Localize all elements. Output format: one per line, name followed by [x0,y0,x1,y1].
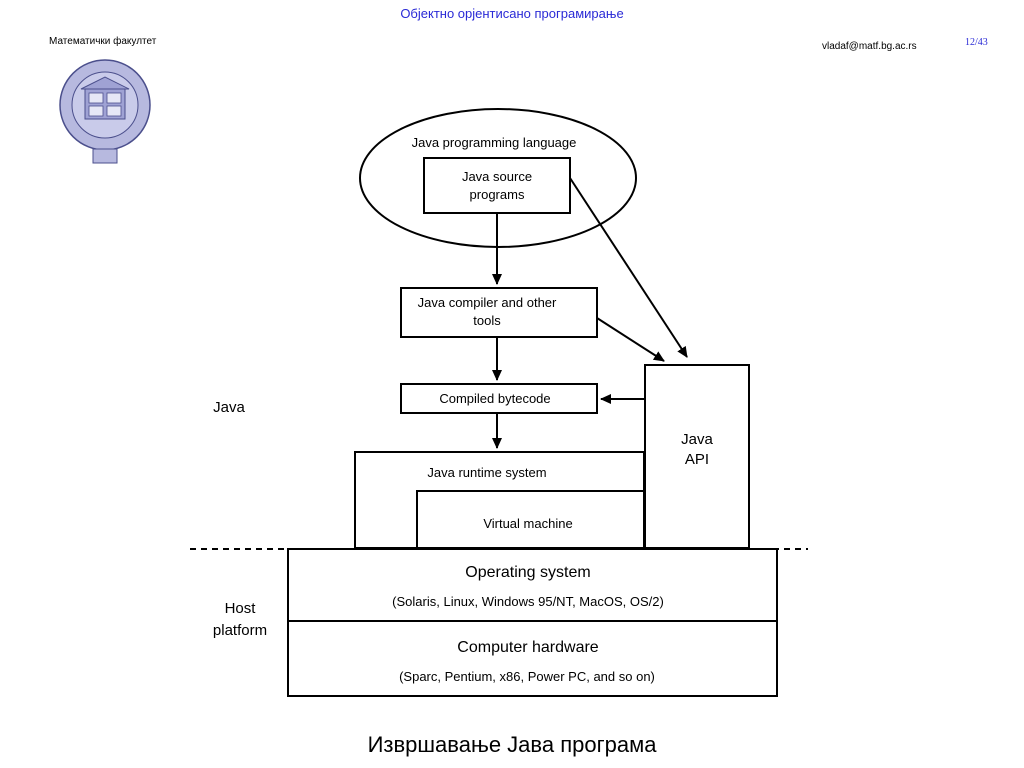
source-label-line2: programs [470,187,525,202]
hw-subtitle: (Sparc, Pentium, x86, Power PC, and so o… [399,669,655,684]
author-email: vladaf@matf.bg.ac.rs [822,41,917,52]
compiler-label-line2: tools [473,313,501,328]
vm-label: Virtual machine [483,516,572,531]
os-subtitle: (Solaris, Linux, Windows 95/NT, MacOS, O… [392,594,664,609]
bytecode-label: Compiled bytecode [439,391,550,406]
slide-caption: Извршавање Јава програма [367,732,657,757]
os-title: Operating system [465,564,590,581]
presentation-title: Објектно орјентисано програмирање [400,6,624,21]
operating-system-box [287,548,778,622]
compiler-label-line1: Java compiler and other [418,295,557,310]
source-label-line1: Java source [462,169,532,184]
side-label-host-line1: Host [225,600,257,617]
slide-page-number: 12/43 [965,37,988,48]
language-label: Java programming language [412,135,577,150]
runtime-label: Java runtime system [427,465,546,480]
bytecode-box [400,383,598,414]
runtime-system-box [354,451,645,549]
arrow-source-to-api [569,177,688,358]
arrow-compiler-to-api [596,317,665,362]
side-label-java: Java [213,399,245,416]
source-programs-box [423,157,571,214]
hardware-box [287,620,778,697]
api-label-line2: API [685,451,709,468]
university-seal-icon [59,59,151,164]
faculty-name: Математички факултет [49,36,157,47]
virtual-machine-box [416,490,644,548]
side-label-host-line2: platform [213,622,267,639]
api-label-line1: Java [681,431,713,448]
compiler-box [400,287,598,338]
hw-title: Computer hardware [457,639,599,656]
